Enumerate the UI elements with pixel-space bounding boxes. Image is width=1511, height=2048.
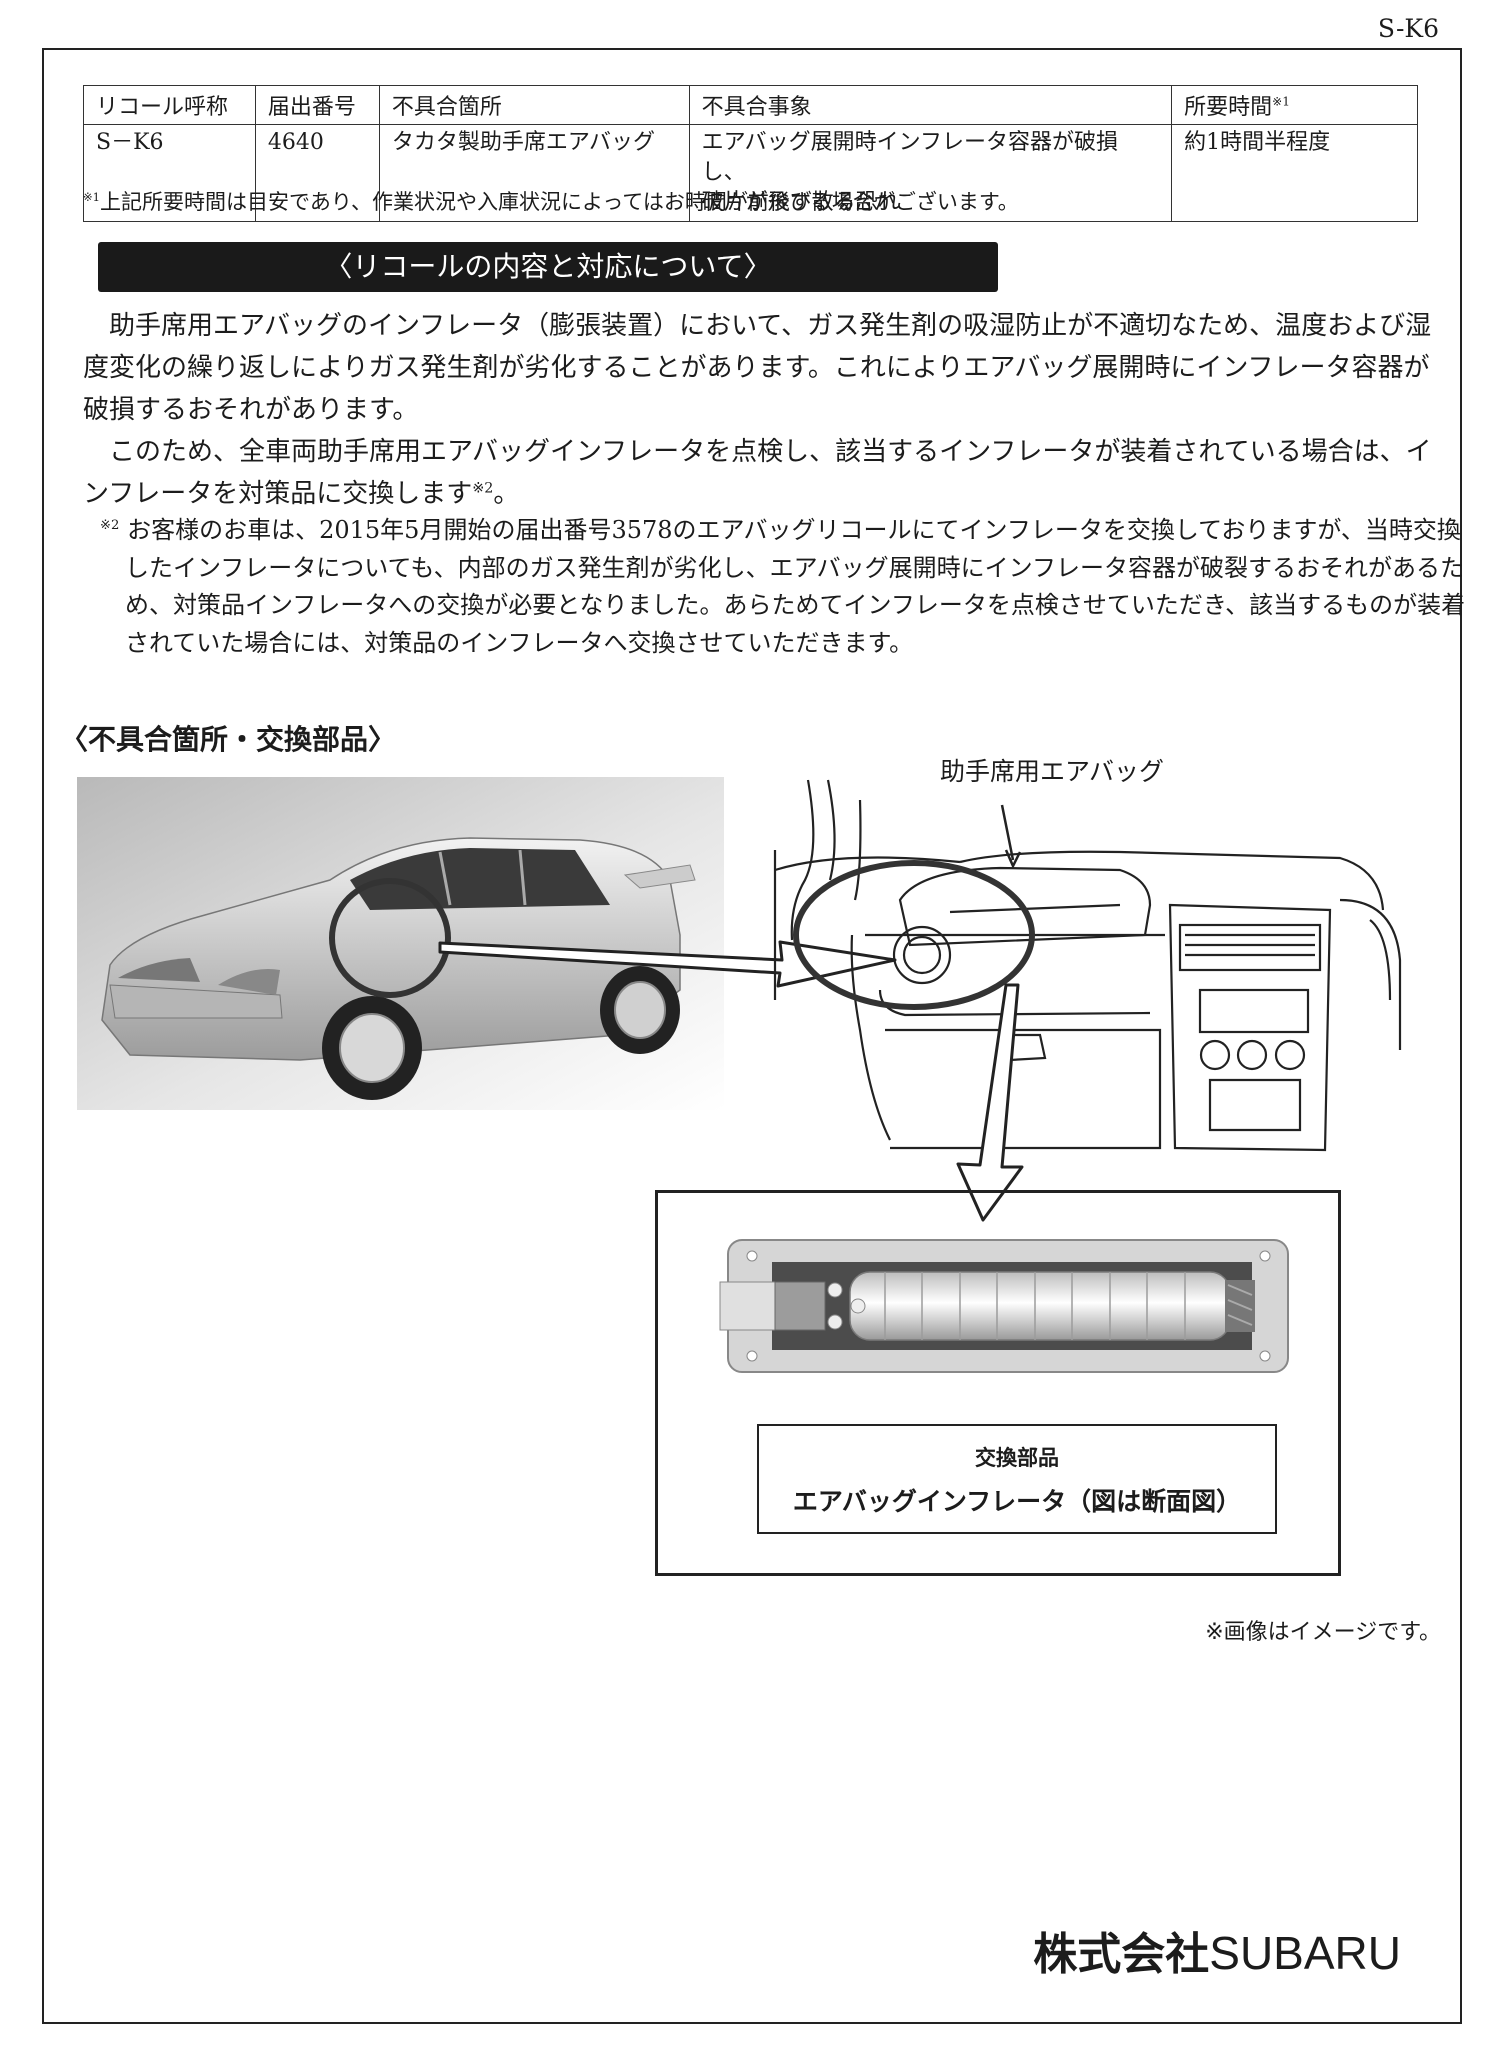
inflator-inset-frame (655, 1190, 1341, 1576)
airbag-label: 助手席用エアバッグ (940, 757, 1165, 786)
section-title: 〈不具合箇所・交換部品〉 (60, 723, 397, 756)
airbag-circle (793, 860, 1035, 1010)
arrow-down (956, 983, 1024, 1222)
page-frame (42, 48, 1462, 2024)
body-paragraph-1: 助手席用エアバッグのインフレータ（膨張装置）において、ガス発生剤の吸湿防止が不適… (83, 311, 1432, 425)
replacement-part-heading: 交換部品 (975, 1446, 1059, 1470)
table-row: S－K6 4640 タカタ製助手席エアバッグ エアバッグ展開時インフレータ容器が… (83, 124, 1418, 222)
company-brand: SUBARU (1209, 1927, 1401, 1979)
replacement-part-box: 交換部品 エアバッグインフレータ（図は断面図） (757, 1424, 1277, 1534)
car-photo (77, 777, 724, 1110)
dashboard-drawing (773, 779, 1402, 1152)
image-note: ※画像はイメージです。 (1205, 1620, 1441, 1645)
cell-required-time: 約1時間半程度 (1171, 124, 1418, 222)
cell-defect-location: タカタ製助手席エアバッグ (378, 124, 690, 222)
header-defect-location: 不具合箇所 (378, 85, 690, 125)
cell-filing-number: 4640 (254, 124, 380, 222)
footnote-2: ※2 お客様のお車は、2015年5月開始の届出番号3578のエアバッグリコールに… (100, 516, 1466, 657)
airbag-pointer (1000, 804, 1022, 869)
company-name: 株式会社SUBARU (1033, 1927, 1401, 1980)
note-mark: ※1 (1272, 94, 1290, 109)
footnote-1: ※1上記所要時間は目安であり、作業状況や入庫状況によってはお時間が前後する場合が… (83, 190, 1019, 214)
header-required-time: 所要時間※1 (1171, 85, 1418, 125)
body-paragraph-2: このため、全車両助手席用エアバッグインフレータを点検し、該当するインフレータが装… (83, 437, 1432, 509)
cell-defect-issue: エアバッグ展開時インフレータ容器が破損し、破片が飛び散る恐れ (688, 124, 1173, 222)
inflator-cross-section (719, 1239, 1289, 1373)
arrow-right (438, 940, 897, 988)
page-code: S-K6 (1377, 14, 1439, 43)
recall-table: リコール呼称 届出番号 不具合箇所 不具合事象 所要時間※1 S－K6 4640… (83, 85, 1418, 222)
cell-recall-name: S－K6 (83, 124, 256, 222)
replacement-part-name: エアバッグインフレータ（図は断面図） (792, 1487, 1242, 1516)
section-banner: 〈リコールの内容と対応について〉 (98, 242, 998, 292)
body-text: 助手席用エアバッグのインフレータ（膨張装置）において、ガス発生剤の吸湿防止が不適… (83, 305, 1448, 515)
header-defect-issue: 不具合事象 (688, 85, 1173, 125)
